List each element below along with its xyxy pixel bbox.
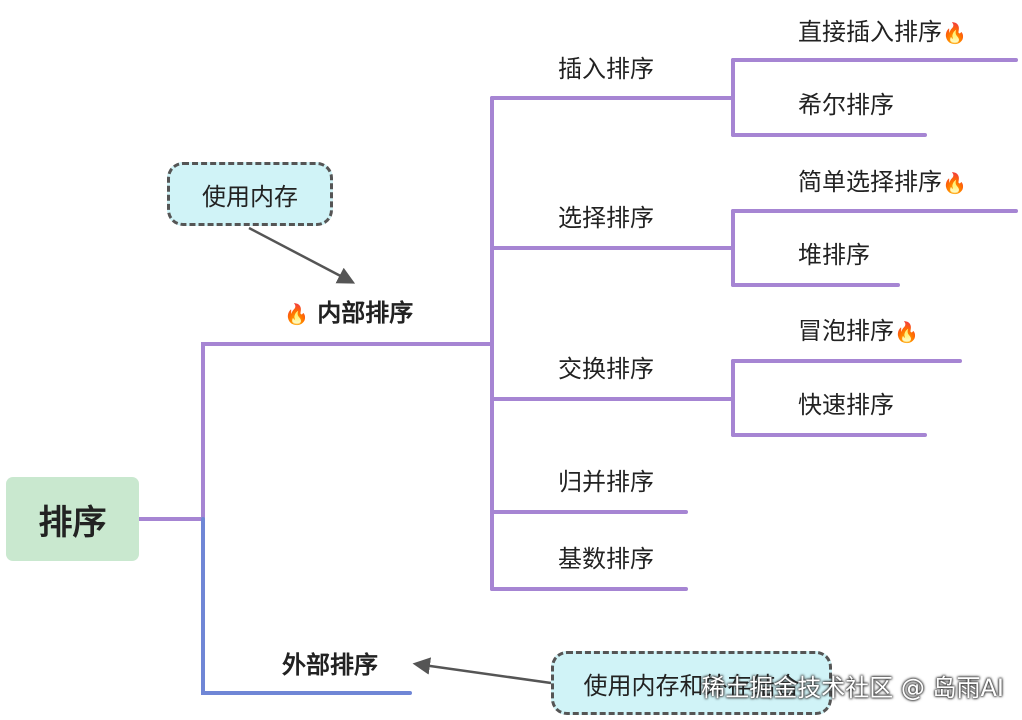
arrow-internal-note [248,226,356,284]
exchange-sort-node[interactable]: 交换排序 [558,355,654,383]
merge-sort-node[interactable]: 归并排序 [558,468,654,496]
simple-selection-sort-label: 简单选择排序 [798,168,942,196]
insertion-sort-node[interactable]: 插入排序 [558,55,654,83]
watermark: 稀土掘金技术社区 @ 岛雨AI [701,674,1004,702]
internal-note[interactable]: 使用内存 [167,162,333,226]
bubble-sort-node[interactable]: 冒泡排序🔥 [798,316,919,347]
quick-sort-node[interactable]: 快速排序 [798,391,894,419]
selection-sort-node[interactable]: 选择排序 [558,204,654,232]
fire-icon: 🔥 [942,171,967,195]
fire-icon: 🔥 [284,302,309,326]
bubble-sort-label: 冒泡排序 [798,317,894,345]
fire-icon: 🔥 [942,21,967,45]
root-node[interactable]: 排序 [6,477,139,561]
simple-selection-sort-node[interactable]: 简单选择排序🔥 [798,167,967,198]
internal-sort-node[interactable]: 🔥 内部排序 [284,298,413,329]
edge-trunk-external [201,517,412,695]
arrow-external-note [412,657,552,685]
heap-sort-node[interactable]: 堆排序 [798,241,870,269]
radix-sort-node[interactable]: 基数排序 [558,545,654,573]
external-sort-node[interactable]: 外部排序 [282,651,378,679]
internal-sort-label: 内部排序 [317,299,414,327]
external-note[interactable]: 使用内存和外存结合 [551,651,832,715]
edge-trunk-internal [201,342,492,521]
fire-icon: 🔥 [894,320,919,344]
direct-insertion-sort-label: 直接插入排序 [798,18,942,46]
shell-sort-node[interactable]: 希尔排序 [798,91,894,119]
direct-insertion-sort-node[interactable]: 直接插入排序🔥 [798,17,967,48]
